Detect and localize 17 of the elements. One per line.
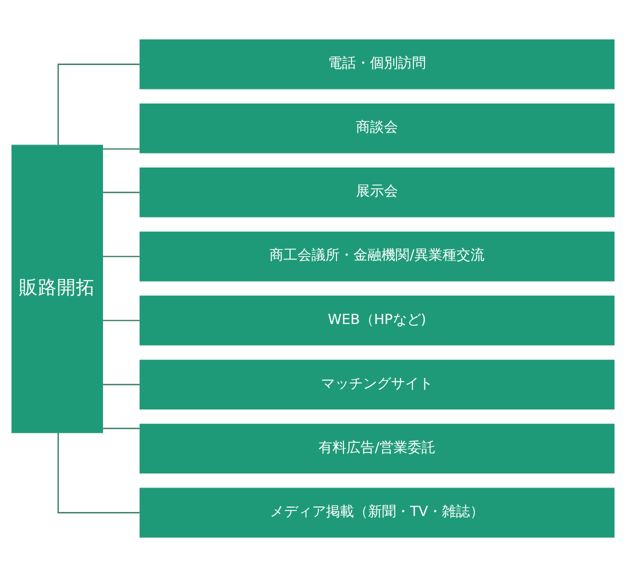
node-box: 商工会議所・金融機関/異業種交流	[140, 232, 615, 282]
node-box: WEB（HPなど)	[140, 296, 615, 346]
node-box: 商談会	[140, 103, 615, 154]
connector	[103, 192, 140, 194]
node-box: 電話・個別訪問	[140, 39, 615, 90]
node-box: 販路開拓	[11, 144, 104, 434]
connector	[103, 256, 140, 258]
connector	[58, 432, 140, 514]
node-box: 有料広告/営業委託	[140, 424, 615, 474]
node-box: 展示会	[140, 168, 615, 218]
connector	[103, 320, 140, 322]
connector	[58, 64, 140, 145]
node-box: メディア掲載（新聞・TV・雑誌）	[140, 488, 615, 538]
connector	[103, 384, 140, 386]
connector	[103, 148, 140, 150]
connector	[103, 428, 140, 430]
node-box: マッチングサイト	[140, 360, 615, 410]
